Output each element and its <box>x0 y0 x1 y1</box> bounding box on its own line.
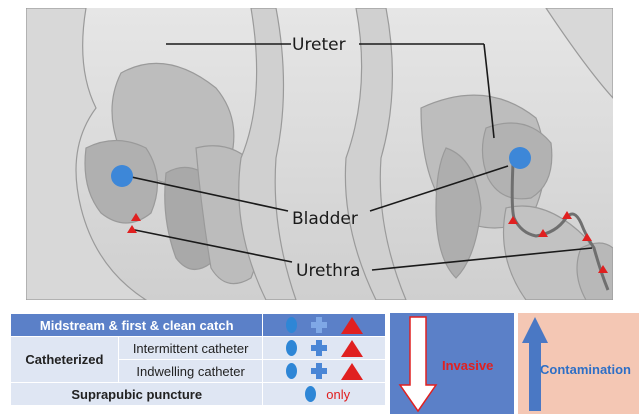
suprapubic-icons: only <box>263 383 386 406</box>
down-arrow-icon <box>398 313 438 414</box>
bladder-label: Bladder <box>292 209 358 229</box>
collection-method-table: Midstream & first & clean catch Catheter… <box>10 313 386 406</box>
intermittent-icons <box>263 337 386 360</box>
table-row: Catheterized Intermittent catheter <box>11 337 386 360</box>
contamination-box: Contamination <box>518 313 639 414</box>
triangle-icon <box>341 340 363 357</box>
intermittent-label: Intermittent catheter <box>118 337 263 360</box>
suprapubic-label: Suprapubic puncture <box>11 383 263 406</box>
indwelling-icons <box>263 360 386 383</box>
plus-icon <box>311 363 327 379</box>
midstream-icons <box>263 314 386 337</box>
circle-icon <box>305 386 316 402</box>
indwelling-label: Indwelling catheter <box>118 360 263 383</box>
plus-icon <box>311 317 327 333</box>
male-bladder-circle <box>509 147 531 169</box>
midstream-label: Midstream & first & clean catch <box>11 314 263 337</box>
table-row: Midstream & first & clean catch <box>11 314 386 337</box>
triangle-icon <box>341 317 363 334</box>
urethra-label: Urethra <box>296 261 360 281</box>
circle-icon <box>286 317 297 333</box>
female-bladder-circle <box>111 165 133 187</box>
table-row: Suprapubic puncture only <box>11 383 386 406</box>
circle-icon <box>286 340 297 356</box>
anatomy-illustration: Ureter Bladder Urethra <box>26 8 613 300</box>
circle-icon <box>286 363 297 379</box>
invasive-label: Invasive <box>442 358 493 373</box>
contamination-label: Contamination <box>540 362 631 377</box>
ureter-label: Ureter <box>292 35 346 55</box>
catheterized-label: Catheterized <box>11 337 119 383</box>
only-label: only <box>326 387 350 402</box>
triangle-icon <box>341 363 363 380</box>
invasive-box: Invasive <box>390 313 514 414</box>
plus-icon <box>311 340 327 356</box>
